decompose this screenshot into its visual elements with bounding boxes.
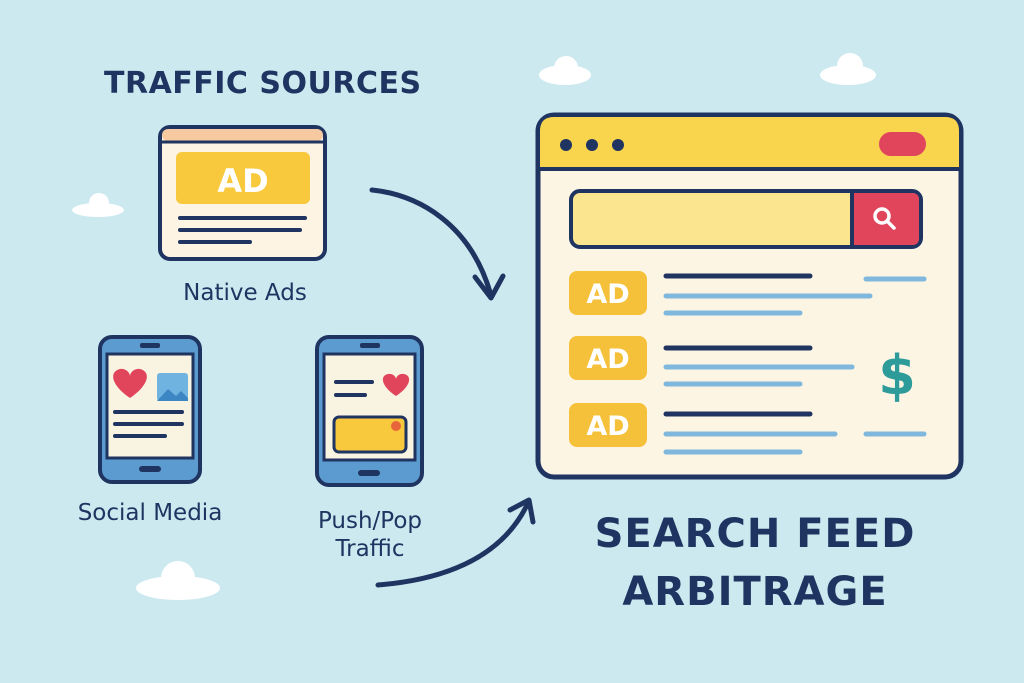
native-ads-label: Native Ads	[183, 280, 307, 306]
cloud-icon	[539, 56, 591, 85]
search-feed-arbitrage-title: SEARCH FEED ARBITRAGE	[560, 505, 950, 621]
ad-badge: AD	[586, 411, 629, 442]
search-icon	[873, 207, 896, 230]
cloud-icon	[136, 561, 220, 600]
window-dot-icon	[612, 139, 624, 151]
arrow-native-to-search	[369, 187, 506, 301]
heart-icon	[113, 368, 147, 398]
ad-badge: AD	[586, 344, 629, 375]
search-bar	[569, 189, 923, 249]
search-browser-window: AD AD AD $	[535, 112, 964, 480]
title-line1: SEARCH FEED	[594, 511, 916, 557]
social-media-label: Social Media	[77, 500, 223, 526]
ad-result-row: AD	[569, 336, 855, 387]
cloud-icon	[72, 193, 124, 217]
traffic-sources-heading: TRAFFIC SOURCES	[104, 66, 422, 101]
push-pop-label-line1: Push/Pop	[317, 508, 423, 534]
push-pop-phone-icon	[315, 335, 424, 487]
window-close-button	[879, 132, 926, 156]
window-dot-icon	[560, 139, 572, 151]
cloud-icon	[820, 53, 876, 85]
window-dot-icon	[586, 139, 598, 151]
native-ad-badge: AD	[217, 162, 268, 200]
native-ad-card: AD	[158, 125, 327, 261]
arrow-push-to-search	[375, 497, 536, 588]
push-pop-label: Push/Pop Traffic	[290, 508, 450, 563]
social-media-phone-icon	[98, 335, 202, 484]
search-button	[852, 193, 919, 245]
title-line2: ARBITRAGE	[622, 569, 888, 615]
push-pop-label-line2: Traffic	[335, 535, 405, 562]
ad-badge: AD	[586, 279, 629, 310]
dollar-sign-icon: $	[878, 344, 916, 407]
ad-result-row: AD	[569, 403, 927, 455]
popup-icon	[332, 415, 408, 454]
heart-icon	[382, 373, 410, 396]
ad-result-row: AD	[569, 271, 927, 316]
